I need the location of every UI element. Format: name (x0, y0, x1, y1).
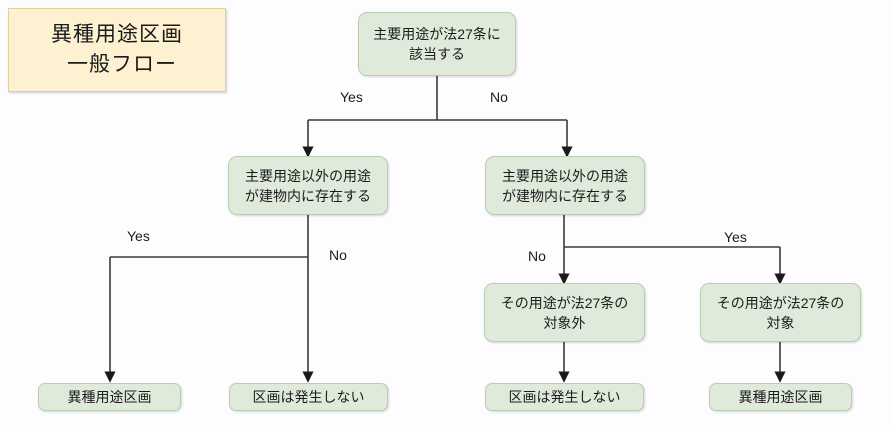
edge-label-root-yes: Yes (340, 89, 363, 105)
node-sub-right[interactable]: その用途が法27条の 対象 (700, 283, 861, 342)
edge-label-midleft-no: No (329, 247, 347, 263)
node-terminal-4-label: 異種用途区画 (738, 389, 823, 405)
title-line-1: 異種用途区画 (51, 23, 183, 46)
node-sub-left-label: その用途が法27条の 対象外 (500, 294, 629, 331)
node-terminal-3-label: 区画は発生しない (508, 389, 621, 405)
node-mid-right-label: 主要用途以外の用途 が建物内に存在する (502, 167, 628, 204)
node-sub-left[interactable]: その用途が法27条の 対象外 (484, 283, 645, 342)
edge-label-midright-no: No (528, 248, 546, 264)
node-terminal-2-label: 区画は発生しない (252, 389, 365, 405)
node-mid-left-label: 主要用途以外の用途 が建物内に存在する (245, 167, 371, 204)
node-sub-right-label: その用途が法27条の 対象 (716, 294, 845, 331)
node-mid-right[interactable]: 主要用途以外の用途 が建物内に存在する (485, 156, 645, 215)
edge-label-root-no: No (490, 89, 508, 105)
node-root[interactable]: 主要用途が法27条に 該当する (358, 12, 516, 76)
node-mid-left[interactable]: 主要用途以外の用途 が建物内に存在する (228, 156, 388, 215)
node-terminal-2[interactable]: 区画は発生しない (229, 383, 388, 411)
node-terminal-3[interactable]: 区画は発生しない (485, 383, 644, 411)
node-root-label: 主要用途が法27条に 該当する (373, 26, 501, 62)
node-terminal-1[interactable]: 異種用途区画 (38, 383, 181, 411)
title-line-2: 一般フロー (67, 53, 177, 76)
edge-label-midright-yes: Yes (724, 229, 747, 245)
node-terminal-1-label: 異種用途区画 (67, 389, 152, 405)
title-card: 異種用途区画 一般フロー (8, 8, 226, 92)
node-terminal-4[interactable]: 異種用途区画 (709, 383, 852, 411)
edge-label-midleft-yes: Yes (127, 228, 150, 244)
